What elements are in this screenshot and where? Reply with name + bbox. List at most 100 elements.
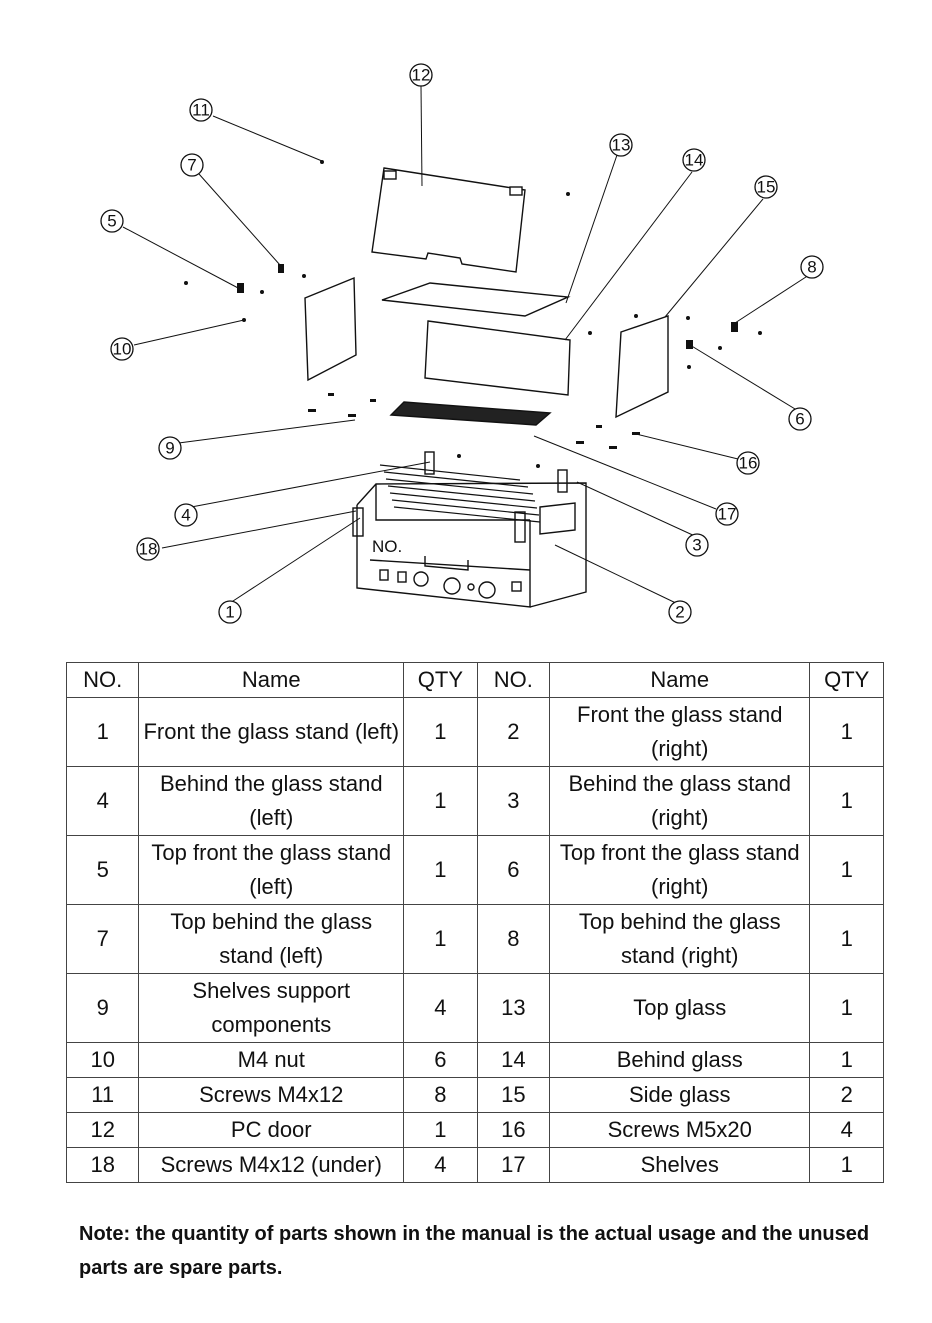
callout-3-label: 3	[692, 536, 701, 555]
callout-1	[218, 600, 242, 624]
callout-2-label: 2	[675, 603, 684, 622]
part-no-left: 11	[65, 1077, 140, 1113]
part-name-right: Side glass	[549, 1077, 811, 1113]
part-no-left: 4	[65, 766, 140, 836]
part-qty-right: 4	[809, 1112, 884, 1148]
part-no-left: 7	[65, 904, 140, 974]
callout-17-label: 17	[718, 505, 737, 524]
callout-6	[788, 407, 812, 431]
part-no-left: 10	[65, 1042, 140, 1078]
header-name-left: Name	[138, 662, 405, 698]
part-no-right: 13	[476, 973, 551, 1043]
part-qty-left: 8	[403, 1077, 478, 1113]
small-hardware-parts	[184, 160, 762, 468]
callout-16-label: 16	[739, 454, 758, 473]
part-qty-left: 4	[403, 1147, 478, 1183]
callout-1-label: 1	[225, 603, 234, 622]
header-qty-left: QTY	[403, 662, 478, 698]
note-text: Note: the quantity of parts shown in the…	[79, 1223, 870, 1279]
part-qty-left: 1	[403, 766, 478, 836]
part-name-right: Behind the glass stand (right)	[549, 766, 811, 836]
part-name-left: Behind the glass stand (left)	[138, 766, 405, 836]
part-name-right: Top glass	[549, 973, 811, 1043]
part-name-right: Behind glass	[549, 1042, 811, 1078]
part-no-right: 14	[476, 1042, 551, 1078]
part-name-left: Top front the glass stand (left)	[138, 835, 405, 905]
shelf-part	[389, 401, 552, 426]
part-qty-right: 1	[809, 697, 884, 767]
part-no-right: 2	[476, 697, 551, 767]
table-header-row: NO. Name QTY NO. Name QTY	[65, 662, 884, 698]
callout-12-label: 12	[412, 66, 431, 85]
header-name-right: Name	[549, 662, 811, 698]
part-name-left: PC door	[138, 1112, 405, 1148]
callout-9	[158, 436, 182, 460]
part-qty-right: 1	[809, 904, 884, 974]
part-name-left: Screws M4x12 (under)	[138, 1147, 405, 1183]
part-no-right: 15	[476, 1077, 551, 1113]
callout-10	[110, 337, 134, 361]
callout-15	[754, 175, 778, 199]
callout-13-label: 13	[612, 136, 631, 155]
callout-11-label: 11	[192, 101, 210, 120]
part-qty-left: 1	[403, 1112, 478, 1148]
part-qty-left: 1	[403, 697, 478, 767]
behind-glass-part	[424, 320, 571, 396]
callout-7-label: 7	[187, 156, 196, 175]
part-no-right: 8	[476, 904, 551, 974]
callout-10-label: 10	[113, 340, 132, 359]
side-glass-left-part	[304, 276, 357, 382]
exploded-view-diagram: 1 2 3 4 5 6 7 8 9 10 11 12 13 14 15 16 1…	[100, 63, 824, 624]
part-name-right: Shelves	[549, 1147, 811, 1183]
part-no-left: 5	[65, 835, 140, 905]
part-name-right: Screws M5x20	[549, 1112, 811, 1148]
callout-7	[180, 153, 204, 177]
part-no-right: 3	[476, 766, 551, 836]
part-qty-right: 2	[809, 1077, 884, 1113]
callout-2	[668, 600, 692, 624]
part-qty-left: 4	[403, 973, 478, 1043]
callout-3	[685, 533, 709, 557]
part-name-left: Front the glass stand (left)	[138, 697, 405, 767]
part-qty-left: 1	[403, 904, 478, 974]
callout-14-label: 14	[685, 151, 704, 170]
part-name-left: M4 nut	[138, 1042, 405, 1078]
callout-15-label: 15	[757, 178, 776, 197]
callout-4	[174, 503, 198, 527]
callout-5-label: 5	[107, 212, 116, 231]
callout-5	[100, 209, 124, 233]
callout-16	[736, 451, 760, 475]
rollers-part	[379, 464, 541, 523]
header-no-left: NO.	[65, 662, 140, 698]
top-glass-part	[381, 282, 571, 317]
callout-4-label: 4	[181, 506, 190, 525]
callout-8-label: 8	[807, 258, 816, 277]
part-no-left: 9	[65, 973, 140, 1043]
header-qty-right: QTY	[809, 662, 884, 698]
callout-14	[682, 148, 706, 172]
side-glass-right-part	[615, 315, 669, 419]
machine-body-part	[356, 482, 587, 608]
callout-9-label: 9	[165, 439, 174, 458]
part-no-right: 16	[476, 1112, 551, 1148]
callout-13	[609, 133, 633, 157]
part-name-left: Shelves support components	[138, 973, 405, 1043]
part-qty-left: 6	[403, 1042, 478, 1078]
callout-18	[136, 537, 160, 561]
part-qty-right: 1	[809, 1042, 884, 1078]
part-name-right: Top behind the glass stand (right)	[549, 904, 811, 974]
callouts	[100, 63, 824, 624]
part-qty-left: 1	[403, 835, 478, 905]
part-qty-right: 1	[809, 1147, 884, 1183]
part-no-left: 1	[65, 697, 140, 767]
callout-17	[715, 502, 739, 526]
callout-11	[189, 98, 213, 122]
part-qty-right: 1	[809, 766, 884, 836]
